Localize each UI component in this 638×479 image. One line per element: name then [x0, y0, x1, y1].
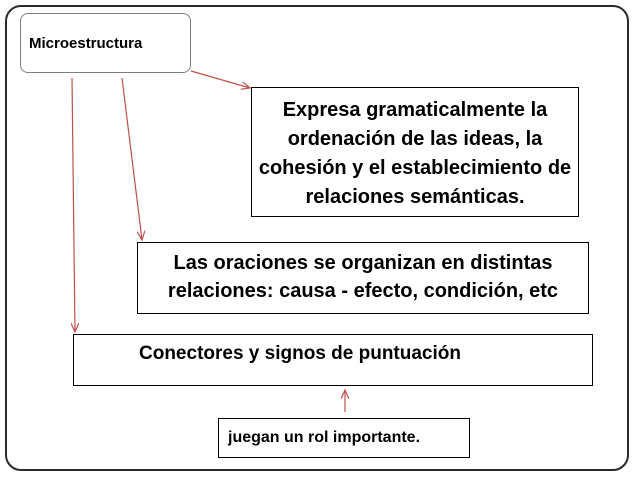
conectores-text: Conectores y signos de puntuación	[139, 343, 461, 364]
arrow-to-conectores	[72, 77, 75, 332]
microestructura-box: Microestructura	[20, 13, 191, 73]
expresa-box: Expresa gramaticalmente la ordenación de…	[251, 87, 579, 217]
expresa-text: Expresa gramaticalmente la ordenación de…	[258, 99, 572, 208]
arrow-to-expresa	[190, 70, 250, 88]
microestructura-label: Microestructura	[29, 34, 143, 52]
conectores-box: Conectores y signos de puntuación	[73, 334, 593, 386]
oraciones-text: Las oraciones se organizan en distintas …	[167, 252, 559, 302]
juegan-box: juegan un rol importante.	[218, 418, 470, 458]
arrow-to-oraciones	[121, 77, 142, 240]
oraciones-box: Las oraciones se organizan en distintas …	[137, 242, 589, 314]
juegan-text: juegan un rol importante.	[228, 429, 421, 446]
slide-frame	[5, 5, 629, 471]
